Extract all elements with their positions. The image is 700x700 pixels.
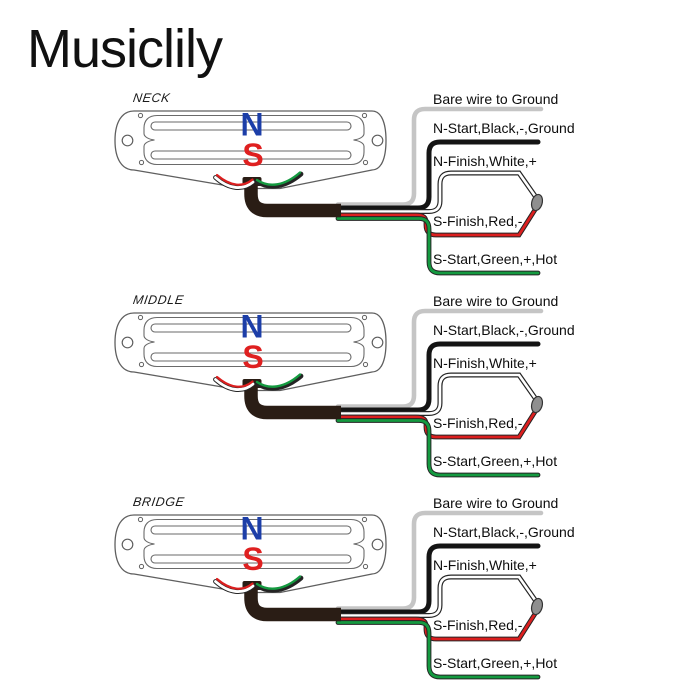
brand-logo: Musiclily <box>27 19 223 79</box>
wire-label-s-finish: S-Finish,Red,- <box>433 415 523 431</box>
wire-label-n-finish: N-Finish,White,+ <box>433 557 537 573</box>
wire-label-s-start: S-Start,Green,+,Hot <box>433 453 558 469</box>
pickup-section-middle: MIDDLE Bare wire to Ground N-Start,Black… <box>0 292 700 494</box>
wire-label-n-start: N-Start,Black,-,Ground <box>433 322 575 338</box>
wire-label-n-start: N-Start,Black,-,Ground <box>433 120 575 136</box>
pickup-section-bridge: BRIDGE Bare wire to Ground N-Start,Black… <box>0 494 700 696</box>
wire-label-bare: Bare wire to Ground <box>433 495 559 511</box>
wire-label-s-finish: S-Finish,Red,- <box>433 213 523 229</box>
wire-label-bare: Bare wire to Ground <box>433 293 559 309</box>
wire-label-s-start: S-Start,Green,+,Hot <box>433 251 558 267</box>
wire-label-n-start: N-Start,Black,-,Ground <box>433 524 575 540</box>
wire-label-s-finish: S-Finish,Red,- <box>433 617 523 633</box>
wire-label-n-finish: N-Finish,White,+ <box>433 355 537 371</box>
wire-label-s-start: S-Start,Green,+,Hot <box>433 655 558 671</box>
wire-label-bare: Bare wire to Ground <box>433 91 559 107</box>
wire-label-n-finish: N-Finish,White,+ <box>433 153 537 169</box>
pickup-section-neck: NECK <box>0 90 700 292</box>
